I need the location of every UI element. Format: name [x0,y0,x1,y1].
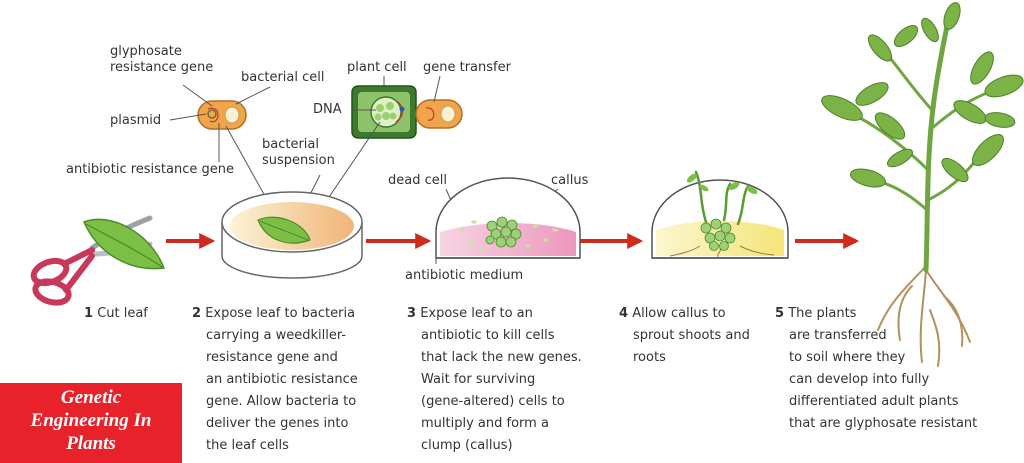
title-banner: Genetic Engineering In Plants [0,383,182,463]
step-1-number: 1 [84,306,94,321]
step-3-line-1: Expose leaf to an [420,306,533,321]
plant-cell-icon [351,85,417,139]
label-plant-cell: plant cell [347,60,407,75]
step-5-line-3: to soil where they [789,350,906,365]
step-3-line-3: that lack the new genes. [421,350,582,365]
step-3-line-6: multiply and form a [421,416,549,431]
step-1-caption: 1 Cut leaf [84,303,148,325]
label-dna: DNA [313,102,342,117]
shoot-dish-icon [651,170,789,259]
step-2-line-4: an antibiotic resistance [206,372,358,387]
transfer-bacterium-icon [415,99,463,129]
step-5-number: 5 [775,306,785,321]
step-5-line-4: can develop into fully [789,372,930,387]
label-bacterial-suspension: bacterial suspension [262,137,335,168]
step-5-line-2: are transferred [789,328,887,343]
step-3-caption: 3 Expose leaf to an antibiotic to kill c… [407,303,582,457]
step-2-line-2: carrying a weedkiller- [206,328,347,343]
step-2-line-6: deliver the genes into [206,416,349,431]
step-5-line-5: differentiated adult plants [789,394,959,409]
step-2-number: 2 [192,306,202,321]
step-3-line-4: Wait for surviving [421,372,536,387]
adult-plant-icon [821,2,1024,367]
step-2-line-5: gene. Allow bacteria to [206,394,357,409]
step-5-caption: 5 The plants are transferred to soil whe… [775,303,977,435]
step-5-line-6: that are glyphosate resistant [789,416,978,431]
label-plasmid: plasmid [110,113,162,128]
label-dead-cell: dead cell [388,173,447,188]
step-3-number: 3 [407,306,417,321]
step-2-caption: 2 Expose leaf to bacteria carrying a wee… [192,303,358,457]
title-line-1: Genetic [60,387,122,408]
step-1-line-1: Cut leaf [97,306,148,321]
label-antibiotic-gene: antibiotic resistance gene [66,162,235,177]
step-4-number: 4 [619,306,629,321]
label-bacterial-cell: bacterial cell [241,70,325,85]
step-5-line-1: The plants [788,306,857,321]
bacterial-cell-icon [197,100,247,130]
step-4-caption: 4 Allow callus to sprout shoots and root… [619,303,750,369]
step-3-line-5: (gene-altered) cells to [421,394,565,409]
label-callus: callus [551,173,589,188]
step-2-line-1: Expose leaf to bacteria [205,306,356,321]
step-3-line-7: clump (callus) [421,438,513,453]
step-2-line-7: the leaf cells [206,438,289,453]
step-4-line-3: roots [633,350,666,365]
step-3-line-2: antibiotic to kill cells [421,328,555,343]
step-4-line-1: Allow callus to [632,306,726,321]
step-4-line-2: sprout shoots and [633,328,750,343]
label-antibiotic-medium: antibiotic medium [405,268,524,283]
step-2-line-3: resistance gene and [206,350,338,365]
cut-leaf-icon [82,218,166,270]
label-glyphosate-gene: glyphosate resistance gene [110,44,214,75]
title-line-2: Engineering In [30,410,152,431]
petri-dish-icon [221,191,363,279]
antibiotic-dish-icon [435,177,581,259]
label-gene-transfer: gene transfer [423,60,511,75]
title-line-3: Plants [66,433,116,454]
